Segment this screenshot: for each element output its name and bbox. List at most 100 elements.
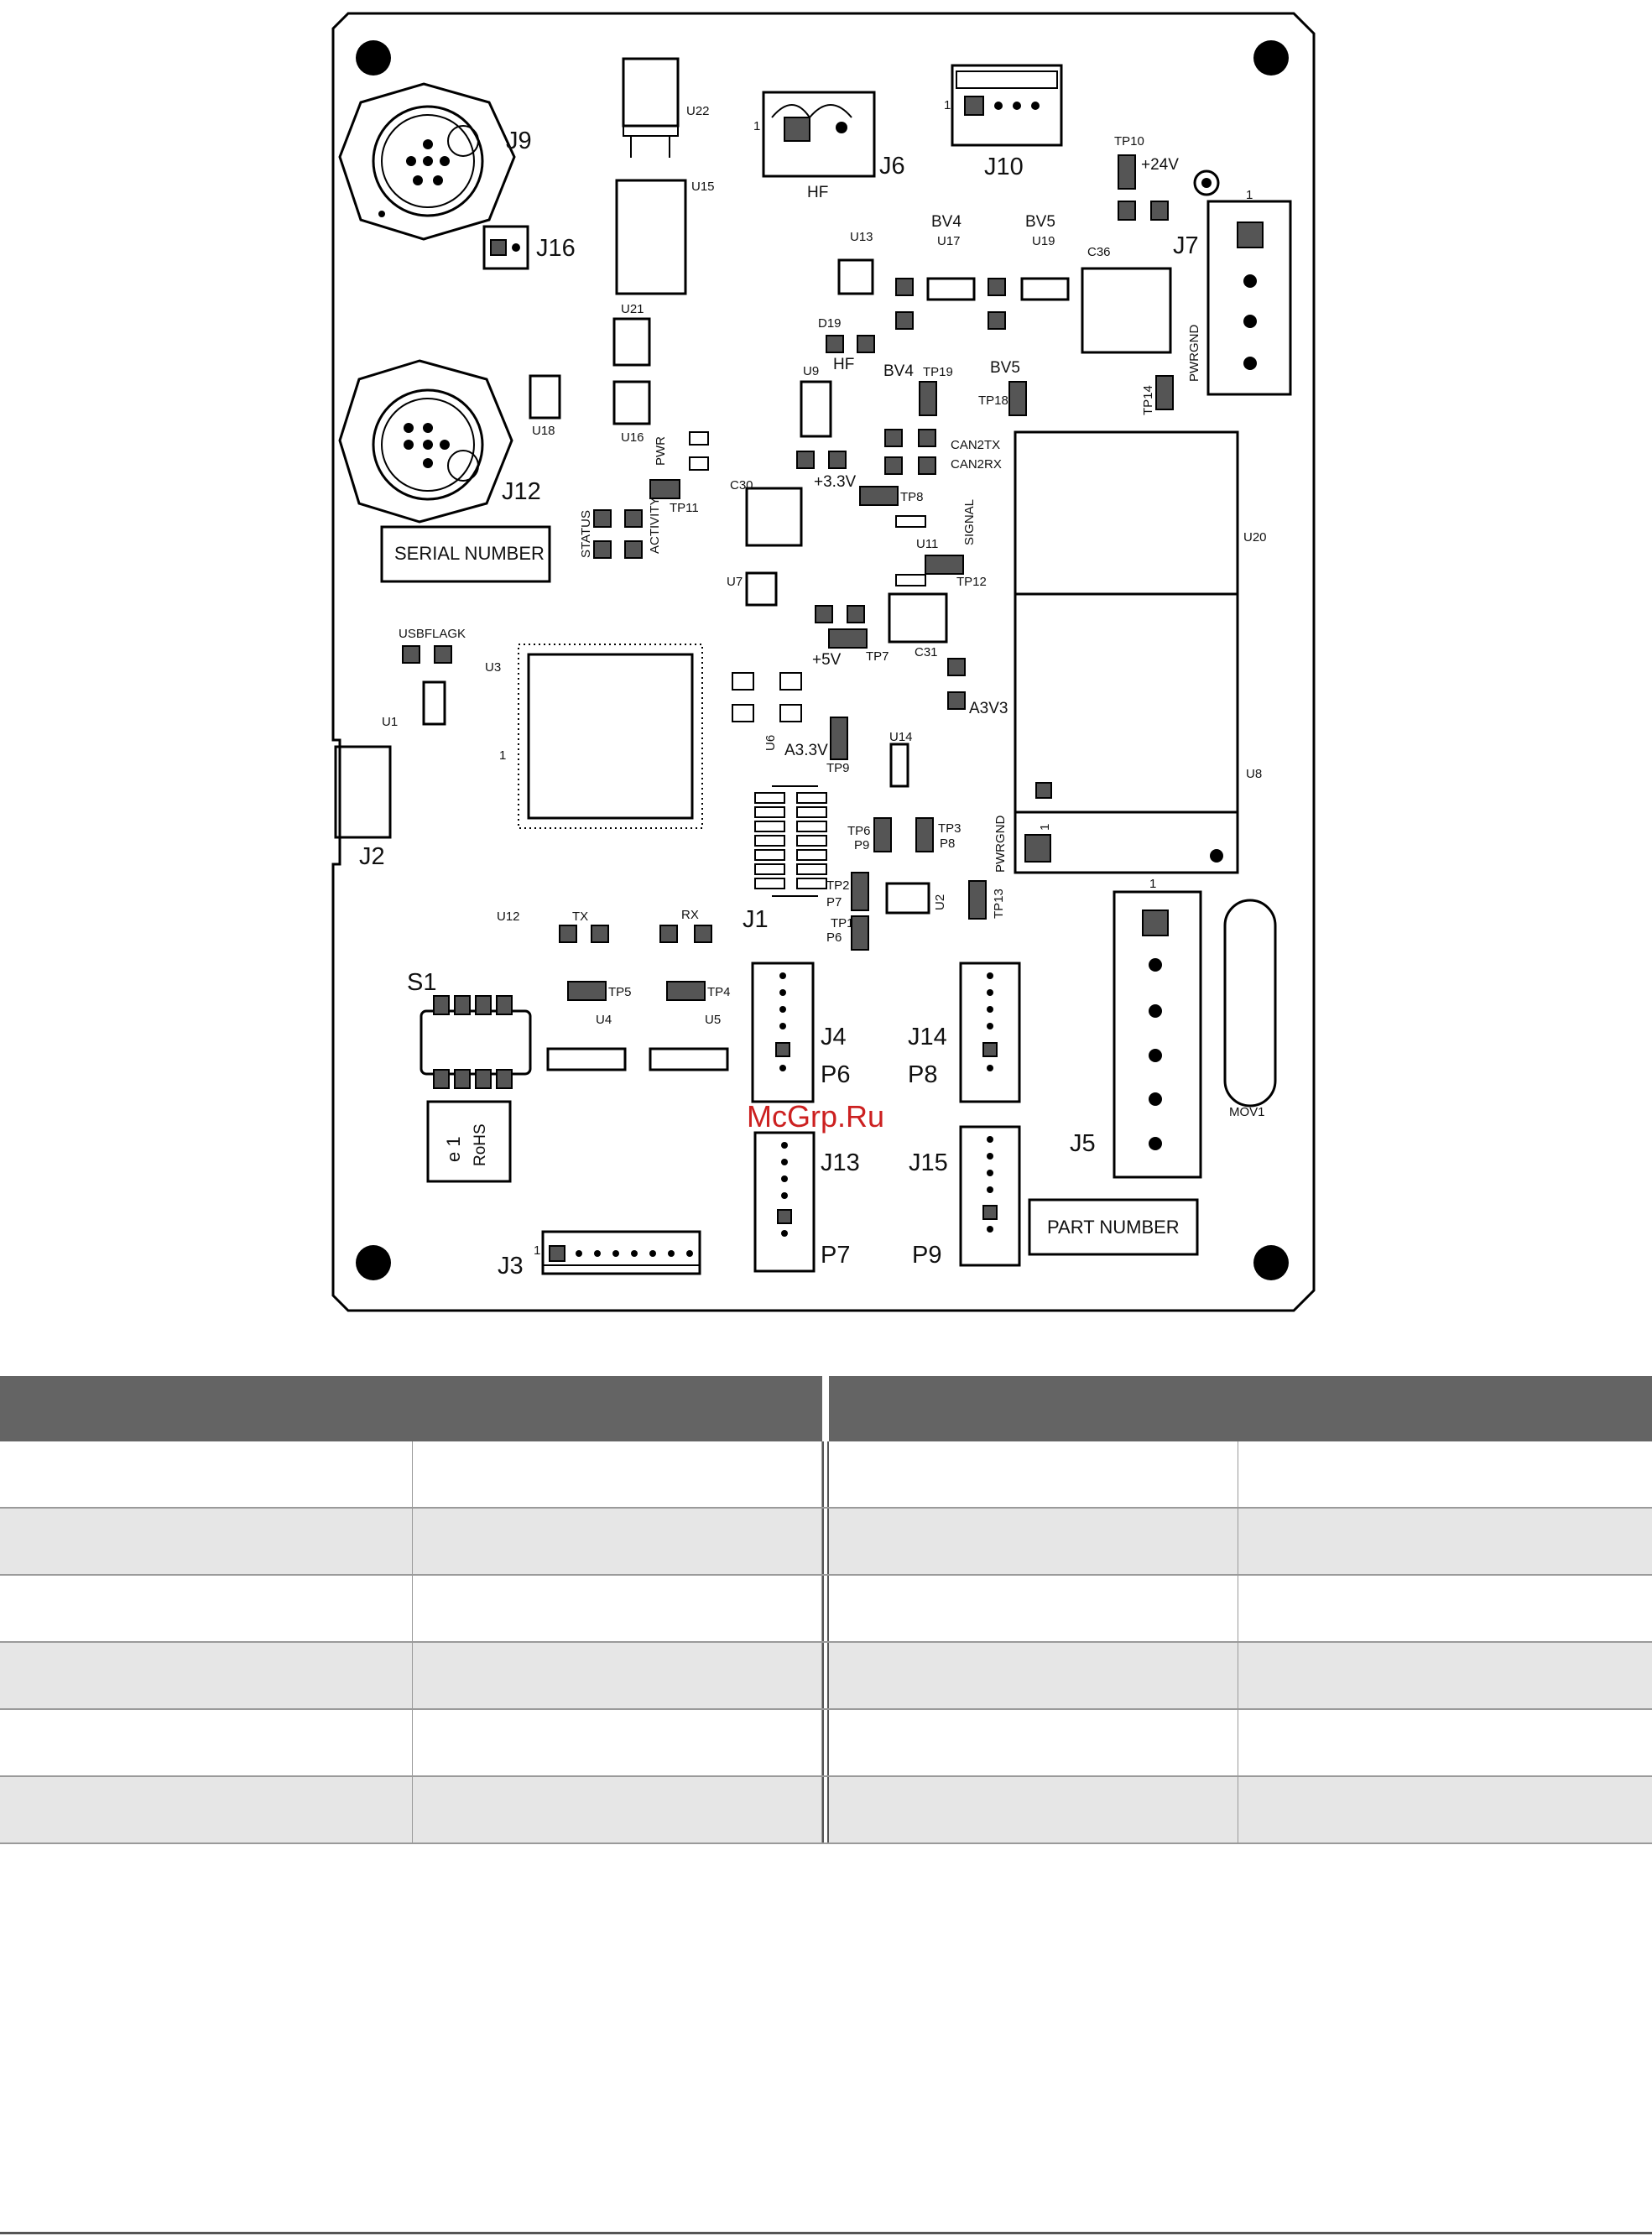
- svg-text:U14: U14: [889, 730, 913, 744]
- svg-text:BV5: BV5: [1025, 213, 1055, 231]
- svg-text:1: 1: [499, 748, 506, 763]
- svg-text:1: 1: [1149, 877, 1156, 891]
- u3-microcontroller: [527, 653, 694, 820]
- u8-component: [1014, 592, 1239, 814]
- svg-text:P7: P7: [821, 1242, 850, 1269]
- svg-text:TP11: TP11: [670, 501, 699, 515]
- rohs-mark: [426, 1100, 512, 1183]
- u18-component: [529, 374, 561, 420]
- svg-text:P8: P8: [908, 1061, 937, 1088]
- svg-text:USBFLAGK: USBFLAGK: [399, 627, 466, 641]
- j16-label: J16: [536, 235, 576, 262]
- j5-connector: [1113, 890, 1202, 1179]
- s1-switch: [420, 1009, 532, 1076]
- mounting-hole: [1253, 1245, 1289, 1280]
- mounting-hole: [356, 40, 391, 76]
- part-number-label: PART NUMBER: [1047, 1217, 1180, 1238]
- svg-text:P6: P6: [826, 930, 842, 945]
- svg-text:BV4: BV4: [931, 213, 961, 231]
- footer-rule: [0, 2232, 1652, 2234]
- svg-text:1: 1: [1246, 188, 1253, 202]
- svg-text:1: 1: [753, 119, 760, 133]
- svg-text:ACTIVITY: ACTIVITY: [648, 497, 662, 554]
- svg-text:A3.3V: A3.3V: [784, 742, 828, 759]
- j2-connector: [334, 745, 392, 839]
- svg-text:U18: U18: [532, 424, 555, 438]
- svg-text:U2: U2: [933, 894, 947, 910]
- svg-text:TP6: TP6: [847, 824, 871, 838]
- svg-text:U12: U12: [497, 910, 520, 924]
- svg-text:BV4: BV4: [883, 362, 914, 380]
- svg-text:TP7: TP7: [866, 649, 889, 664]
- j10-connector: [951, 64, 1063, 147]
- svg-text:+3.3V: +3.3V: [814, 473, 857, 491]
- svg-text:U16: U16: [621, 430, 644, 445]
- svg-text:U11: U11: [916, 537, 938, 551]
- svg-text:U15: U15: [691, 180, 715, 194]
- svg-text:P7: P7: [826, 895, 842, 910]
- svg-text:C30: C30: [730, 478, 753, 493]
- svg-text:TP19: TP19: [923, 365, 953, 379]
- svg-text:TP9: TP9: [826, 761, 850, 775]
- j13-connector: [753, 1131, 816, 1273]
- j1-label: J1: [743, 906, 769, 933]
- serial-number-label: SERIAL NUMBER: [394, 543, 545, 564]
- j4-label: J4: [821, 1024, 847, 1050]
- j14-connector: [959, 962, 1021, 1103]
- j9-connector: [338, 82, 516, 241]
- mov1-varistor: [1223, 899, 1277, 1108]
- table-header-right: [829, 1376, 1652, 1441]
- j12-label: J12: [502, 478, 541, 505]
- j2-label: J2: [359, 843, 385, 870]
- svg-text:HF: HF: [833, 356, 854, 373]
- u21-component: [612, 317, 651, 367]
- svg-text:1: 1: [534, 1243, 540, 1258]
- table-header: [0, 1376, 1652, 1441]
- svg-text:U20: U20: [1243, 530, 1267, 545]
- s1-label: S1: [407, 969, 436, 996]
- svg-text:STATUS: STATUS: [579, 510, 593, 558]
- svg-text:C36: C36: [1087, 245, 1111, 259]
- svg-text:TP8: TP8: [900, 490, 924, 504]
- j12-connector: [338, 359, 513, 524]
- svg-text:P8: P8: [940, 837, 955, 851]
- svg-text:U4: U4: [596, 1013, 612, 1027]
- svg-text:U13: U13: [850, 230, 873, 244]
- table-row: [0, 1509, 1652, 1576]
- u22-component: [622, 57, 680, 128]
- svg-text:SIGNAL: SIGNAL: [962, 499, 977, 545]
- serial-number-box: [380, 525, 551, 583]
- svg-text:P9: P9: [912, 1242, 941, 1269]
- j15-connector: [959, 1125, 1021, 1267]
- svg-text:TP4: TP4: [707, 985, 731, 999]
- svg-text:U8: U8: [1246, 767, 1262, 781]
- svg-text:P9: P9: [854, 838, 869, 852]
- svg-text:PWRGND: PWRGND: [1187, 325, 1201, 382]
- c36-capacitor: [1081, 267, 1172, 354]
- u15-component: [615, 179, 687, 295]
- j7-label: J7: [1173, 232, 1199, 259]
- svg-text:TP3: TP3: [938, 821, 961, 836]
- svg-text:U22: U22: [686, 104, 710, 118]
- svg-text:TP12: TP12: [956, 575, 987, 589]
- svg-text:U21: U21: [621, 302, 644, 316]
- svg-text:U5: U5: [705, 1013, 721, 1027]
- j15-label: J15: [909, 1149, 948, 1176]
- u9-component: [800, 380, 832, 438]
- table-row: [0, 1576, 1652, 1643]
- svg-text:D19: D19: [818, 316, 842, 331]
- svg-text:P6: P6: [821, 1061, 850, 1088]
- u20-component: [1014, 430, 1239, 596]
- mounting-hole: [356, 1245, 391, 1280]
- svg-text:TP2: TP2: [826, 878, 850, 893]
- svg-text:CAN2TX: CAN2TX: [951, 438, 1000, 452]
- svg-text:PWRGND: PWRGND: [993, 816, 1008, 873]
- svg-text:TP13: TP13: [992, 889, 1006, 919]
- j4-connector: [751, 962, 815, 1103]
- svg-text:MOV1: MOV1: [1229, 1105, 1265, 1119]
- svg-text:RX: RX: [681, 908, 699, 922]
- j6-label: J6: [879, 153, 905, 180]
- c31-capacitor: [888, 592, 948, 644]
- svg-text:U19: U19: [1032, 234, 1055, 248]
- part-number-box: [1028, 1198, 1199, 1256]
